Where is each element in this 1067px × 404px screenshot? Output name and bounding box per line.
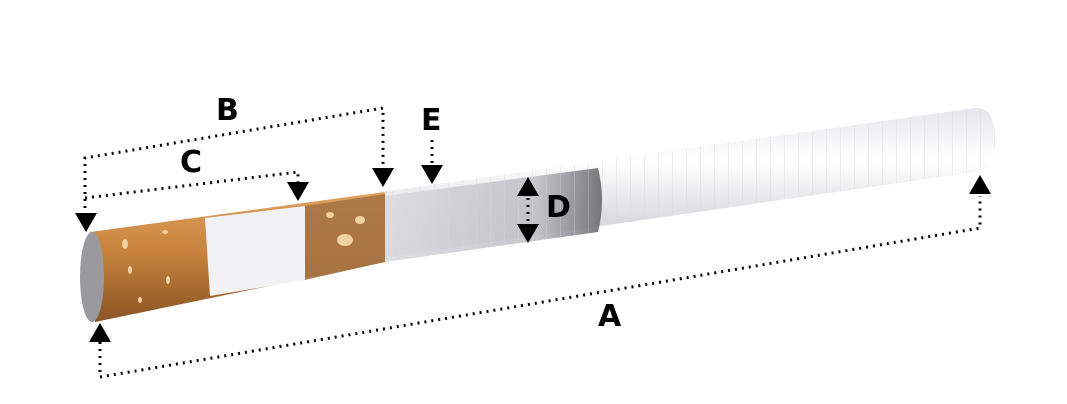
- label-c: C: [180, 145, 203, 180]
- label-e: E: [421, 103, 442, 138]
- cutaway-section: [385, 168, 602, 262]
- filter-tip: [90, 192, 385, 322]
- arrow-up-icon: [969, 175, 991, 194]
- end-cap: [80, 232, 104, 322]
- label-a: A: [598, 299, 622, 334]
- label-b: B: [216, 93, 239, 128]
- arrow-down-icon: [287, 182, 309, 201]
- arrowheads: [75, 165, 991, 342]
- arrow-up-icon: [517, 177, 539, 196]
- dimension-lines: [83, 106, 982, 379]
- arrow-up-icon: [89, 323, 111, 342]
- label-d: D: [546, 190, 571, 225]
- arrow-down-icon: [421, 165, 443, 184]
- arrow-down-icon: [517, 224, 539, 243]
- arrow-down-icon: [372, 168, 394, 187]
- arrow-down-icon: [75, 213, 97, 232]
